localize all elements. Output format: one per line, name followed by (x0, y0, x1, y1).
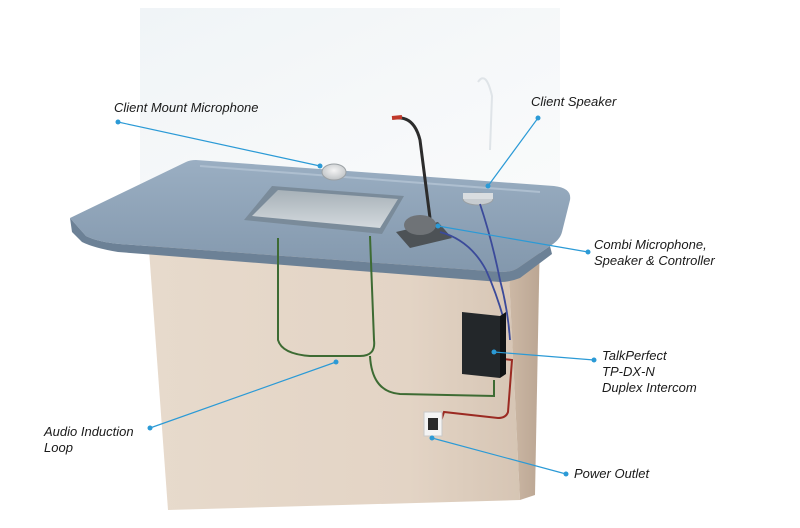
speaker-cable (479, 203, 511, 341)
callout-line-client-speaker (487, 117, 539, 187)
callout-line-audio-loop (149, 361, 337, 429)
callout-dot-client-mic (115, 119, 121, 125)
callout-dot-audio-loop-end (147, 425, 153, 431)
callout-dot-power-end (563, 471, 569, 477)
cabinet-front (148, 236, 520, 510)
power-plug (428, 418, 438, 430)
callout-dot-talkperfect-end (591, 357, 597, 363)
client-speaker-body (463, 193, 493, 199)
deal-tray (252, 190, 398, 228)
label-client-speaker: Client Speaker (531, 94, 617, 109)
callout-dot-client-speaker-end (485, 183, 491, 189)
callout-dot-talkperfect (491, 349, 497, 355)
callout-line-client-mic (117, 121, 321, 167)
induction-loop-wire (277, 235, 376, 357)
combi-unit-speaker (404, 215, 436, 235)
controller-cable (439, 231, 505, 351)
counter-groove (199, 165, 541, 193)
glass-hanger (477, 77, 494, 151)
callout-dot-client-speaker (535, 115, 541, 121)
cabinet-side (508, 232, 540, 500)
induction-loop-lead (369, 355, 495, 398)
callout-line-talkperfect (493, 351, 595, 361)
callout-line-combi (437, 225, 589, 253)
glass-screen (140, 8, 560, 200)
counter-edge (70, 218, 552, 282)
callout-dot-power (429, 435, 435, 441)
callout-dot-combi (435, 223, 441, 229)
label-audio-induction-loop: Audio Induction Loop (44, 424, 134, 455)
talkperfect-unit (462, 312, 500, 378)
client-mount-microphone (321, 163, 347, 181)
callout-dot-audio-loop (333, 359, 339, 365)
label-power-outlet: Power Outlet (574, 466, 650, 481)
callout-line-power (431, 437, 567, 475)
power-cable (439, 357, 514, 425)
callout-dot-client-mic-end (317, 163, 323, 169)
label-client-mount-microphone: Client Mount Microphone (114, 100, 259, 115)
talkperfect-unit-side (500, 312, 506, 378)
callout-dot-combi-end (585, 249, 591, 255)
gooseneck-stem (395, 116, 432, 219)
label-talkperfect: TalkPerfect TP-DX-N Duplex Intercom (602, 348, 697, 395)
label-combi-microphone: Combi Microphone, Speaker & Controller (594, 237, 715, 268)
callout-lines (115, 115, 597, 477)
gooseneck-mic-tip (391, 115, 403, 120)
